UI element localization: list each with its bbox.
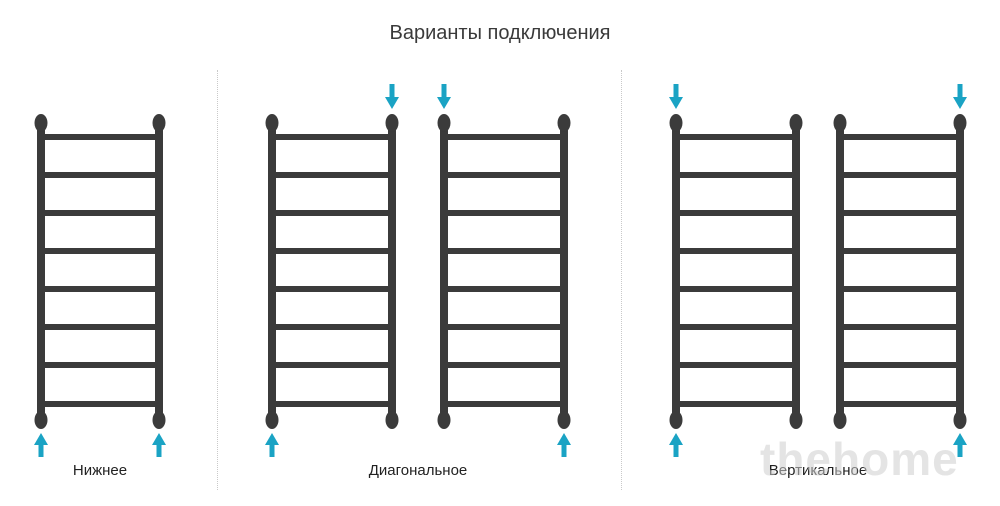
left-post [672,118,680,422]
rung-7 [272,362,392,368]
arrow-up-icon [265,433,279,457]
connection-nut [833,411,847,429]
connection-nut [833,114,847,132]
arrow-up-icon [152,433,166,457]
page-title: Варианты подключения [389,22,611,44]
rung-7 [676,362,796,368]
arrow-down-icon [953,84,967,109]
rung-1 [272,134,392,140]
rung-1 [41,134,159,140]
rung-4 [676,248,796,254]
arrow-down-icon [437,84,451,109]
rung-2 [444,172,564,178]
left-post [37,118,45,422]
connection-nut [669,114,683,132]
arrow-down-icon [385,84,399,109]
rung-2 [272,172,392,178]
rung-6 [272,324,392,330]
connection-nut [557,411,571,429]
rung-7 [41,362,159,368]
left-post [268,118,276,422]
divider-left [217,70,218,490]
connection-nut [385,411,399,429]
rung-4 [41,248,159,254]
connection-nut [152,114,166,132]
rung-2 [41,172,159,178]
rung-6 [676,324,796,330]
rung-1 [444,134,564,140]
right-post [560,118,568,422]
connection-nut [385,114,399,132]
arrow-up-icon [557,433,571,457]
rung-3 [840,210,960,216]
connection-nut [557,114,571,132]
rung-8 [444,401,564,407]
towel-rail-2 [265,114,399,429]
rung-6 [444,324,564,330]
towel-rail-3 [437,114,571,429]
left-post [836,118,844,422]
rung-8 [272,401,392,407]
rung-1 [840,134,960,140]
connection-nut [265,411,279,429]
rung-5 [41,286,159,292]
rung-4 [272,248,392,254]
rung-6 [41,324,159,330]
rung-3 [272,210,392,216]
rung-8 [676,401,796,407]
rung-5 [676,286,796,292]
right-post [956,118,964,422]
towel-rail-4 [669,114,803,429]
connection-nut [789,114,803,132]
connection-nut [953,411,967,429]
connection-nut [437,114,451,132]
rung-2 [840,172,960,178]
connection-nut [953,114,967,132]
arrow-up-icon [34,433,48,457]
watermark-logo: thehome [760,433,959,485]
rung-4 [840,248,960,254]
divider-right [621,70,622,490]
rung-5 [840,286,960,292]
arrow-down-icon [669,84,683,109]
label-vertical-connection: Вертикальное [768,462,868,479]
rung-3 [676,210,796,216]
towel-rail-1 [34,114,166,429]
rung-6 [840,324,960,330]
towel-rail-5 [833,114,967,429]
rung-3 [41,210,159,216]
rung-7 [444,362,564,368]
rung-8 [840,401,960,407]
label-diagonal-connection: Диагональное [368,462,468,479]
label-bottom-connection: Нижнее [72,462,128,479]
right-post [155,118,163,422]
right-post [792,118,800,422]
connection-nut [265,114,279,132]
rung-5 [444,286,564,292]
rung-7 [840,362,960,368]
connection-nut [152,411,166,429]
rung-5 [272,286,392,292]
arrow-up-icon [953,433,967,457]
arrow-up-icon [669,433,683,457]
rung-3 [444,210,564,216]
connection-nut [437,411,451,429]
rung-1 [676,134,796,140]
right-post [388,118,396,422]
connection-nut [669,411,683,429]
connection-nut [34,114,48,132]
left-post [440,118,448,422]
rung-4 [444,248,564,254]
rung-8 [41,401,159,407]
connection-nut [789,411,803,429]
connection-nut [34,411,48,429]
rung-2 [676,172,796,178]
